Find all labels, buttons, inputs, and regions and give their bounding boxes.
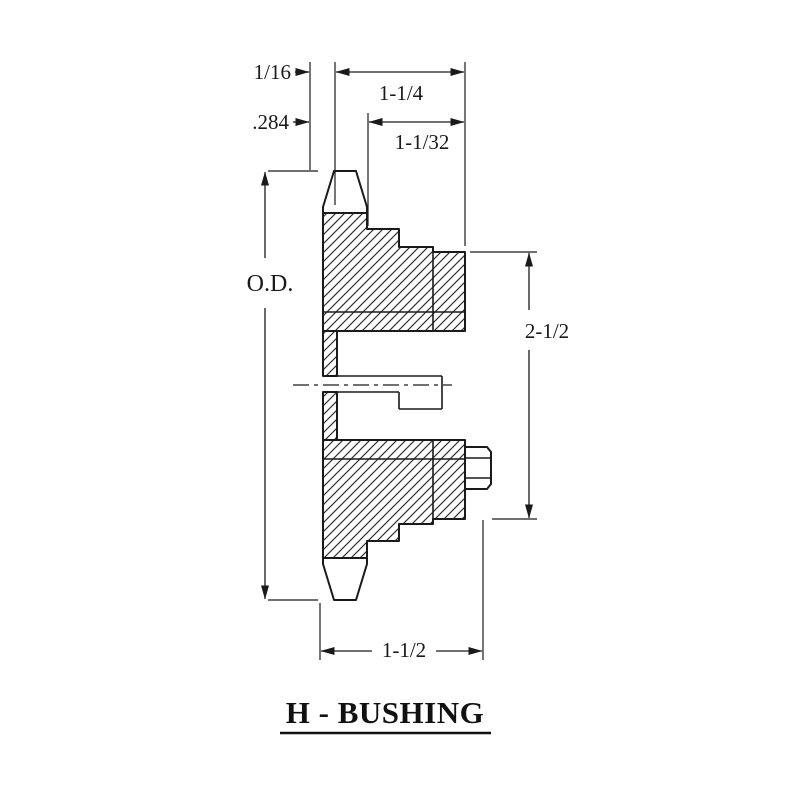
upper-section-detail-lines (323, 252, 465, 331)
upper-web-strip (322, 330, 338, 377)
cap-screw-facets (465, 457, 490, 479)
lower-section-detail-lines (323, 440, 465, 519)
sprocket-tooth-top (322, 170, 368, 214)
dim-label-hub-length: 1-1/2 (382, 638, 426, 662)
dim-label-face-offset: 1/16 (254, 60, 291, 84)
extension-lines-od (268, 170, 318, 601)
sprocket-bushing-section (293, 170, 492, 601)
sprocket-tooth-bottom (322, 557, 368, 601)
drawing-title: H - BUSHING (286, 695, 484, 730)
extension-lines-top (309, 62, 466, 246)
dimensions: 1/16 1-1/4 .284 1-1/32 O.D. 2-1/2 (247, 60, 570, 662)
lower-web-strip (322, 391, 338, 441)
lower-hub-section (322, 439, 466, 559)
dim-label-outer-diameter: O.D. (247, 271, 294, 297)
dim-label-flange-diameter: 2-1/2 (525, 319, 569, 343)
extension-lines-hub-length (319, 520, 484, 660)
bore-and-keyway (323, 375, 443, 410)
dim-label-overall-width: 1-1/4 (379, 81, 424, 105)
dim-label-plate-thickness: .284 (252, 110, 289, 134)
upper-hub-section (322, 212, 466, 332)
extension-lines-flange (470, 251, 537, 520)
cap-screw (464, 446, 492, 490)
dim-label-bushing-length: 1-1/32 (395, 130, 450, 154)
